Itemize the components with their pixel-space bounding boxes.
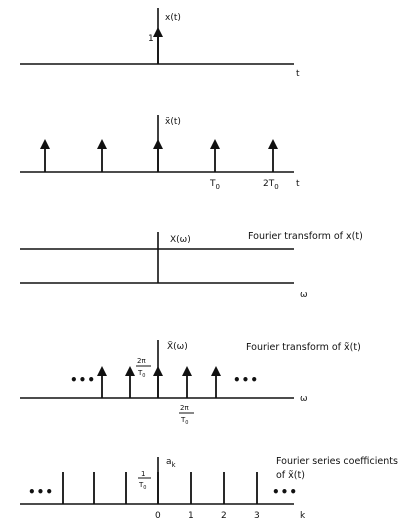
svg-text:T0: T0: [137, 369, 145, 379]
svg-text:2π: 2π: [137, 357, 146, 365]
panel-x-of-t: x(t) 1 t: [20, 8, 300, 79]
p3-caption: Fourier transform of x(t): [248, 231, 363, 242]
svg-text:T0: T0: [180, 416, 188, 426]
panel-X-of-omega: X(ω) ω Fourier transform of x(t): [20, 231, 363, 300]
p1-amplitude-label: 1: [148, 34, 154, 44]
p1-impulse-arrowhead: [153, 27, 163, 37]
p4-impulse-arrowhead: [182, 366, 192, 376]
p2-impulse-arrowhead: [210, 139, 220, 149]
p5-left-ellipsis: •••: [28, 485, 54, 499]
p4-spacing-fraction: 2π T0: [179, 404, 194, 426]
p4-impulse-arrowhead: [125, 366, 135, 376]
p2-impulse-arrowhead: [97, 139, 107, 149]
p5-caption-line2: of x̃(t): [276, 470, 305, 481]
svg-text:T0: T0: [138, 481, 146, 491]
p1-t-label: t: [296, 69, 300, 79]
panel-a-k: ak 1 T0 0 1 2 3 ••• ••• k Fourier series…: [20, 456, 398, 521]
p5-height-fraction: 1 T0: [138, 470, 151, 491]
p4-impulse-train: [97, 366, 221, 398]
p5-tick-2: 2: [221, 511, 227, 521]
p4-impulse-arrowhead: [97, 366, 107, 376]
p2-impulse-arrowhead: [268, 139, 278, 149]
svg-text:1: 1: [141, 470, 145, 478]
p5-k-label: k: [300, 511, 306, 521]
p2-t-label: t: [296, 179, 300, 189]
p4-omega-label: ω: [300, 394, 308, 404]
p5-caption-line1: Fourier series coefficients: [276, 456, 398, 467]
p2-impulse-train: [40, 139, 278, 172]
p2-impulse-arrowhead: [40, 139, 50, 149]
p2-impulse-arrowhead: [153, 139, 163, 149]
p4-left-ellipsis: •••: [70, 373, 96, 387]
p2-tick-2T0: 2T0: [263, 179, 279, 191]
svg-text:2π: 2π: [180, 404, 189, 412]
p4-func-label: X̃(ω): [167, 340, 188, 352]
p1-func-label: x(t): [165, 13, 181, 23]
p5-right-ellipsis: •••: [272, 485, 298, 499]
p4-height-fraction: 2π T0: [136, 357, 151, 379]
p5-coefficient-lines: [62, 472, 258, 504]
p4-impulse-arrowhead: [211, 366, 221, 376]
p5-coef-label: ak: [166, 457, 177, 469]
p5-tick-1: 1: [188, 511, 194, 521]
p2-tick-T0: T0: [209, 179, 220, 191]
panel-X-tilde-of-omega: X̃(ω) 2π T0 2π T0 ••• ••• ω Fourier tran…: [20, 340, 361, 426]
p4-caption: Fourier transform of x̃(t): [246, 342, 361, 353]
p5-tick-0: 0: [155, 511, 161, 521]
p3-omega-label: ω: [300, 290, 308, 300]
p3-func-label: X(ω): [170, 235, 191, 245]
p4-right-ellipsis: •••: [233, 373, 259, 387]
p4-impulse-arrowhead: [153, 366, 163, 376]
p2-func-label: x̃(t): [165, 117, 181, 127]
p5-tick-3: 3: [254, 511, 260, 521]
panel-x-tilde-of-t: x̃(t) T0 2T0 t: [20, 115, 300, 191]
